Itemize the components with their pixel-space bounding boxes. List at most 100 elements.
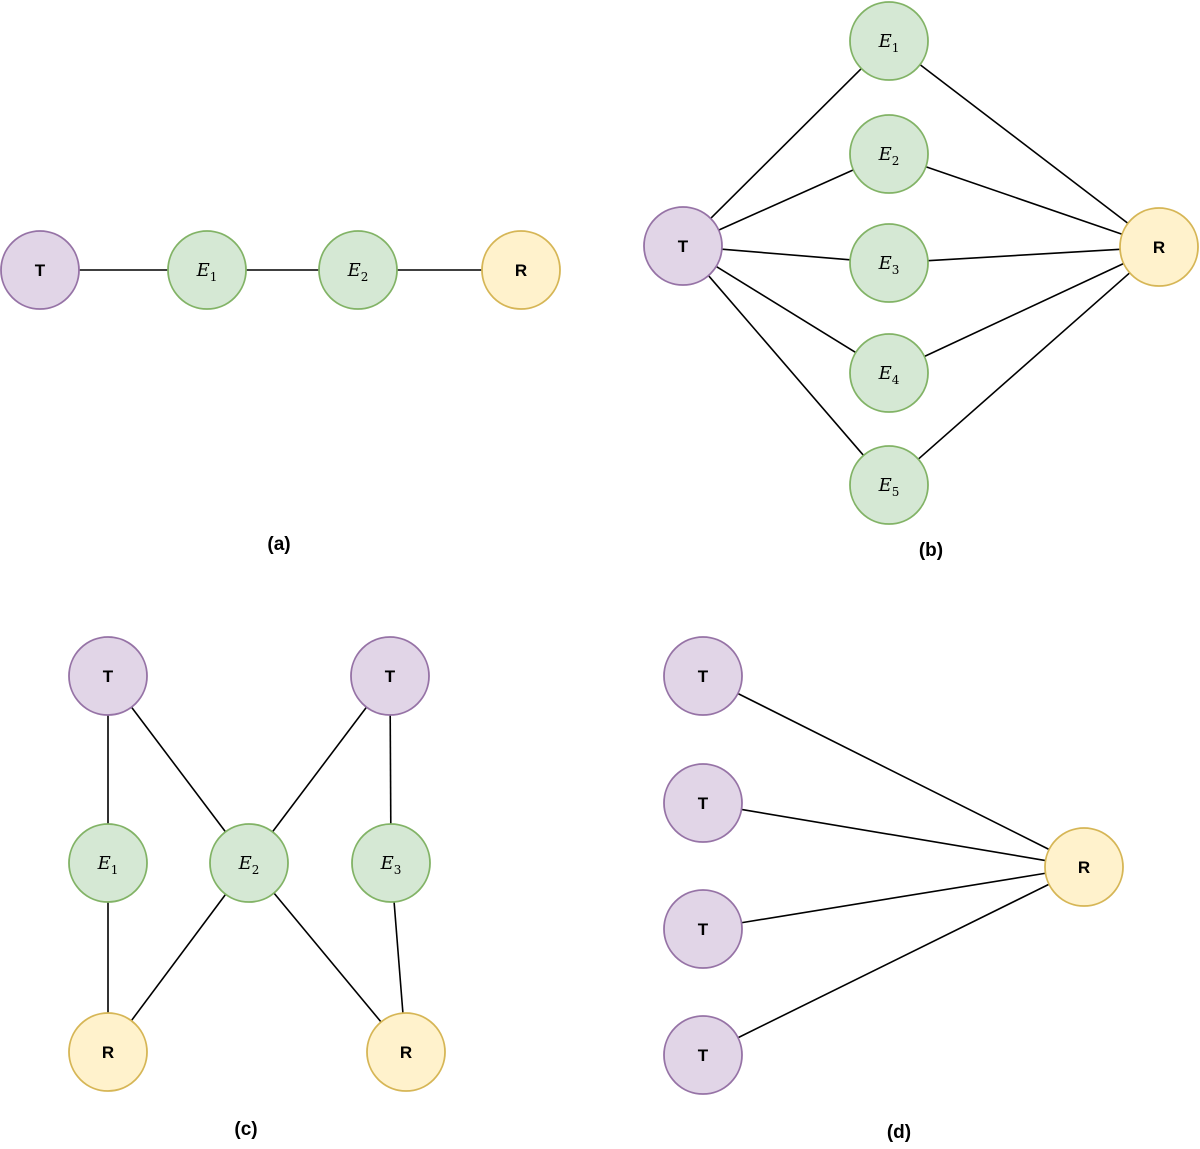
node-label-b_T: T	[678, 237, 689, 256]
panel-caption-3: (d)	[887, 1122, 911, 1143]
node-c_R2: R	[366, 1012, 446, 1092]
edge-b_E3-b_R	[927, 248, 1121, 262]
node-label-main: E	[380, 853, 394, 874]
node-circle-r	[481, 230, 561, 310]
edge-b_T-b_E4	[715, 265, 857, 354]
node-label-subscript: 2	[252, 863, 260, 877]
node-d_T4: T	[663, 1015, 743, 1095]
node-d_T3: T	[663, 889, 743, 969]
edge-b_T-b_E2	[718, 169, 854, 231]
edges-layer	[79, 64, 1131, 1039]
node-label-c_R1: R	[102, 1043, 114, 1062]
node-circle-e	[318, 230, 398, 310]
panel-caption-1: (b)	[919, 540, 943, 561]
captions-layer: (a) (b) (c) (d)	[234, 534, 943, 1143]
node-label-main: E	[97, 853, 111, 874]
node-a_R: R	[481, 230, 561, 310]
node-c_E1: E1	[68, 823, 148, 903]
node-a_E1: E1	[167, 230, 247, 310]
edge-c_T2-c_E3	[389, 714, 392, 825]
node-label-main: E	[878, 31, 892, 52]
node-label-main: E	[878, 363, 892, 384]
node-label-c_R2: R	[400, 1043, 412, 1062]
edge-b_E1-b_R	[919, 64, 1129, 224]
node-circle-t	[350, 636, 430, 716]
node-label-b_E5: E5	[878, 475, 900, 499]
node-label-main: E	[238, 853, 252, 874]
node-c_E3: E3	[351, 823, 431, 903]
node-c_E2: E2	[209, 823, 289, 903]
node-label-main: E	[878, 144, 892, 165]
node-circle-r	[366, 1012, 446, 1092]
edge-b_T-b_E3	[721, 248, 851, 261]
edge-b_E4-b_R	[924, 262, 1124, 358]
node-circle-e	[849, 445, 929, 525]
node-circle-e	[849, 223, 929, 303]
node-label-main: E	[347, 260, 361, 281]
node-circle-t	[0, 230, 80, 310]
node-label-subscript: 1	[892, 41, 900, 55]
node-circle-e	[68, 823, 148, 903]
node-b_E5: E5	[849, 445, 929, 525]
edge-d_T2-d_R	[741, 808, 1046, 862]
node-label-c_T2: T	[385, 667, 396, 686]
node-label-d_T1: T	[698, 667, 709, 686]
node-circle-e	[351, 823, 431, 903]
node-label-main: E	[196, 260, 210, 281]
node-label-subscript: 1	[111, 863, 119, 877]
node-circle-r	[1119, 207, 1199, 287]
node-b_E4: E4	[849, 333, 929, 413]
node-c_T1: T	[68, 636, 148, 716]
edge-c_E2-c_R2	[273, 892, 382, 1023]
node-d_R: R	[1044, 827, 1124, 907]
edge-b_T-b_E1	[710, 67, 862, 220]
edge-b_E2-b_R	[925, 165, 1123, 236]
node-circle-t	[643, 206, 723, 286]
node-label-d_R: R	[1078, 858, 1090, 877]
node-label-a_E2: E2	[347, 260, 369, 284]
node-d_T2: T	[663, 763, 743, 843]
node-circle-r	[68, 1012, 148, 1092]
node-circle-r	[1044, 827, 1124, 907]
node-d_T1: T	[663, 636, 743, 716]
node-circle-e	[849, 333, 929, 413]
node-label-a_T: T	[35, 261, 46, 280]
node-circle-e	[849, 1, 929, 81]
panel-caption-0: (a)	[267, 534, 290, 555]
node-c_T2: T	[350, 636, 430, 716]
edge-c_T1-c_E2	[130, 706, 227, 833]
node-label-d_T4: T	[698, 1046, 709, 1065]
node-label-b_E4: E4	[878, 363, 900, 387]
node-label-subscript: 3	[892, 263, 900, 277]
node-label-b_E2: E2	[878, 144, 900, 168]
node-label-b_R: R	[1153, 238, 1165, 257]
node-circle-e	[209, 823, 289, 903]
edge-d_T3-d_R	[741, 872, 1046, 924]
node-b_R: R	[1119, 207, 1199, 287]
node-a_T: T	[0, 230, 80, 310]
node-b_E3: E3	[849, 223, 929, 303]
panel-caption-2: (c)	[234, 1119, 257, 1140]
node-label-c_E3: E3	[380, 853, 402, 877]
node-circle-t	[663, 636, 743, 716]
node-label-c_E2: E2	[238, 853, 260, 877]
node-circle-e	[849, 114, 929, 194]
node-label-main: E	[878, 475, 892, 496]
node-label-subscript: 1	[210, 270, 218, 284]
node-label-c_T1: T	[103, 667, 114, 686]
node-label-b_E3: E3	[878, 253, 900, 277]
node-b_E2: E2	[849, 114, 929, 194]
edge-c_E2-c_R1	[130, 893, 227, 1022]
node-label-subscript: 2	[892, 154, 900, 168]
node-label-subscript: 3	[394, 863, 402, 877]
node-circle-t	[68, 636, 148, 716]
node-label-d_T2: T	[698, 794, 709, 813]
node-label-subscript: 2	[361, 270, 369, 284]
node-label-d_T3: T	[698, 920, 709, 939]
edge-b_T-b_E5	[707, 275, 865, 456]
node-label-c_E1: E1	[97, 853, 119, 877]
node-b_E1: E1	[849, 1, 929, 81]
node-c_R1: R	[68, 1012, 148, 1092]
